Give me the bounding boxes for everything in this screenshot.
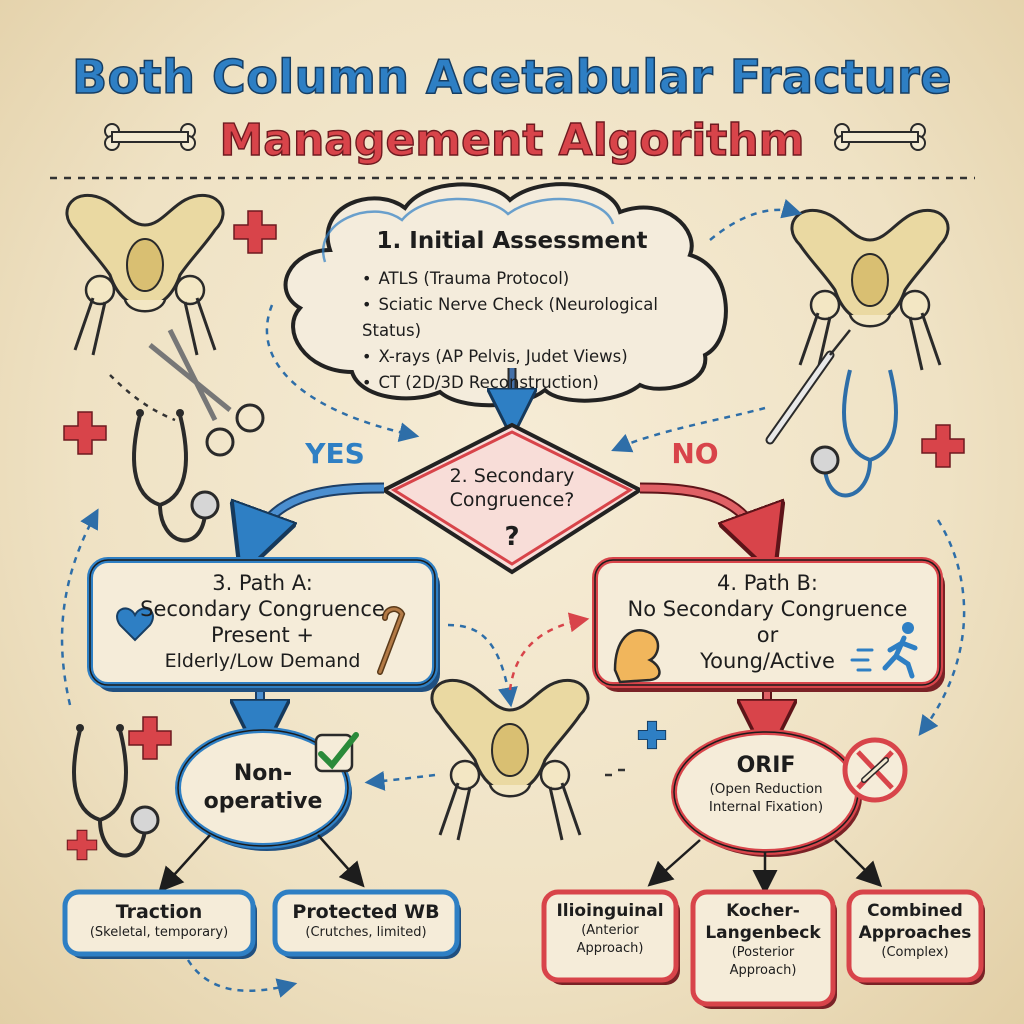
protected-wb-text: Protected WB (Crutches, limited) [275, 900, 457, 942]
path-a-text: 3. Path A: Secondary Congruence Present … [100, 570, 425, 674]
nonoperative-line-2: operative [203, 789, 323, 814]
stethoscope-icon-right [810, 369, 898, 498]
traction-sub: (Skeletal, temporary) [89, 925, 229, 940]
scissors-icon [148, 328, 265, 457]
initial-assessment-heading: 1. Initial Assessment [376, 228, 648, 254]
orif-line-2: Internal Fixation) [708, 799, 824, 815]
title-line-2: Management Algorithm [219, 114, 805, 166]
decision-line-2: Congruence? [449, 489, 575, 511]
medical-cross-icon [233, 210, 277, 254]
path-b-line-3: or [756, 623, 779, 647]
heart-icon [116, 607, 154, 642]
path-b-line-2: No Secondary Congruence [627, 597, 908, 621]
list-item: X-rays (AP Pelvis, Judet Views) [362, 344, 692, 370]
combined-text: Combined Approaches (Complex) [849, 900, 981, 962]
initial-assessment-list: ATLS (Trauma Protocol) Sciatic Nerve Che… [362, 266, 692, 396]
title-line-1: Both Column Acetabular Fracture [71, 49, 952, 105]
list-item: ATLS (Trauma Protocol) [362, 266, 692, 292]
path-a-line-1: 3. Path A: [212, 571, 313, 595]
list-item: CT (2D/3D Reconstruction) [362, 370, 692, 396]
medical-cross-icon [128, 716, 172, 760]
path-a-line-3: Present + [210, 623, 315, 647]
running-person-icon [850, 622, 918, 679]
kocher-sub-2: Approach) [729, 963, 797, 978]
ilioinguinal-box [541, 889, 679, 983]
orif-text: ORIF (Open Reduction Internal Fixation) [676, 752, 856, 816]
flexed-arm-icon [613, 629, 661, 684]
orif-heading: ORIF [736, 753, 796, 778]
orif-line-1: (Open Reduction [709, 781, 823, 797]
nonoperative-line-1: Non- [233, 761, 293, 786]
medical-cross-icon [66, 829, 98, 861]
path-b-line-4: Young/Active [700, 649, 835, 673]
pelvis-icon-center [430, 678, 590, 842]
pelvis-icon-top-left [65, 193, 225, 357]
yes-label: YES [305, 437, 365, 470]
scalpel-icon [765, 329, 851, 445]
traction-text: Traction (Skeletal, temporary) [65, 900, 253, 942]
checkmark-icon [314, 732, 359, 773]
protected-wb-box [272, 889, 460, 957]
nonoperative-text: Non- operative [183, 760, 343, 816]
medical-cross-icon [921, 424, 965, 468]
cane-icon [377, 606, 406, 675]
medical-cross-icon [63, 411, 107, 455]
combined-sub: (Complex) [881, 945, 949, 960]
ilioinguinal-label: Ilioinguinal [556, 901, 664, 921]
path-a-line-4: Elderly/Low Demand [164, 650, 361, 672]
traction-box [62, 889, 256, 957]
kocher-label-1: Kocher- [726, 901, 800, 921]
no-bone-icon [842, 737, 908, 803]
secondary-congruence-decision [379, 422, 645, 575]
medical-cross-icon-blue [637, 720, 667, 750]
no-label: NO [671, 437, 719, 470]
combined-label-2: Approaches [858, 923, 972, 943]
path-a-line-2: Secondary Congruence [140, 597, 385, 621]
kocher-label-2: Langenbeck [705, 923, 821, 943]
traction-label: Traction [115, 901, 203, 923]
combined-approaches-box [846, 889, 984, 983]
protected-wb-sub: (Crutches, limited) [305, 925, 427, 940]
ilioinguinal-sub-2: Approach) [576, 941, 644, 956]
path-b-line-1: 4. Path B: [716, 571, 818, 595]
ilioinguinal-sub-1: (Anterior [581, 923, 639, 938]
question-mark-icon: ? [504, 522, 520, 552]
kocher-text: Kocher- Langenbeck (Posterior Approach) [693, 900, 833, 980]
pelvis-icon-top-right [790, 208, 950, 372]
path-b-text: 4. Path B: No Secondary Congruence or Yo… [605, 570, 930, 674]
protected-wb-label: Protected WB [292, 901, 440, 923]
decision-text: 2. Secondary Congruence? [412, 464, 612, 512]
ilioinguinal-text: Ilioinguinal (Anterior Approach) [544, 900, 676, 958]
combined-label-1: Combined [867, 901, 963, 921]
list-item: Sciatic Nerve Check (Neurological Status… [362, 292, 692, 344]
decision-line-1: 2. Secondary [449, 465, 575, 487]
kocher-sub-1: (Posterior [731, 945, 795, 960]
kocher-langenbeck-box [690, 889, 836, 1007]
stethoscope-icon-left [132, 407, 220, 543]
